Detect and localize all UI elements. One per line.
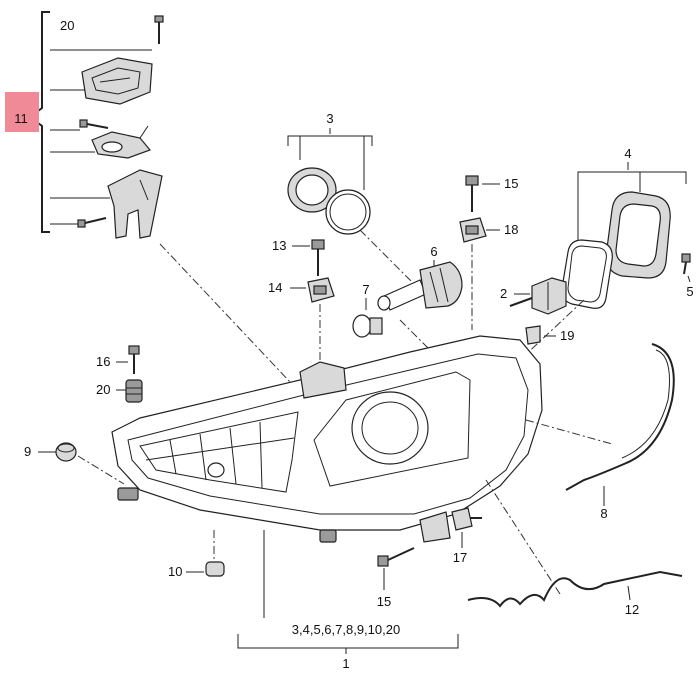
callout-14[interactable]: 14: [268, 280, 282, 295]
screw-part: [128, 345, 140, 374]
grommet-part: [125, 379, 143, 403]
leader-line: [687, 275, 691, 283]
screw-part: [311, 239, 325, 276]
cap-group-9: 9: [24, 442, 125, 485]
gasket-ring-part: [325, 189, 371, 235]
cap-part: [55, 442, 77, 462]
h7-bulb-part: [377, 261, 463, 311]
leader-line: [627, 585, 631, 601]
callout-5[interactable]: 5: [686, 284, 693, 299]
lower-bracket-part: [107, 169, 163, 239]
module-group-15-18: 15 18: [459, 175, 518, 330]
seal-group-3: 3: [287, 111, 431, 301]
callout-1[interactable]: 1: [342, 656, 349, 671]
screw-group-16-20: 16 20: [96, 345, 143, 403]
adjuster-group-13-14: 13 14: [268, 238, 335, 370]
seal-ring-part: [287, 167, 337, 213]
ring-mount-part: [91, 125, 152, 159]
plug-group-10: 10: [168, 530, 225, 579]
callout-15-top[interactable]: 15: [504, 176, 518, 191]
cover-screw-part: [681, 253, 691, 275]
callout-12[interactable]: 12: [625, 602, 639, 617]
callout-13[interactable]: 13: [272, 238, 286, 253]
small-screw-part: [79, 119, 109, 129]
connector-group-17: 17: [451, 507, 482, 565]
callout-10[interactable]: 10: [168, 564, 182, 579]
headlight-housing: [111, 335, 543, 543]
screw-part: [377, 547, 415, 567]
callout-4[interactable]: 4: [624, 146, 631, 161]
plug-part: [205, 561, 225, 577]
assembly-dashline: [519, 299, 585, 361]
assembly-group-1: 3,4,5,6,7,8,9,10,20 1: [237, 530, 459, 671]
bulb-group-6-7: 6 7: [352, 244, 463, 361]
callout-9[interactable]: 9: [24, 444, 31, 459]
connector-part: [451, 507, 482, 531]
rear-cover-part: [605, 191, 671, 279]
hose-group-12: 12: [467, 479, 683, 617]
assembly-dashline: [525, 419, 613, 445]
highlight-marker: [5, 92, 39, 132]
callout-7[interactable]: 7: [362, 282, 369, 297]
xenon-bulb-part: [509, 277, 567, 315]
cover-gasket-part: [561, 239, 613, 309]
callout-15-bottom[interactable]: 15: [377, 594, 391, 609]
screw-group-15-bottom: 15: [377, 547, 415, 609]
callout-20-mid[interactable]: 20: [96, 382, 110, 397]
clip-plate-part: [81, 57, 153, 105]
callout-2[interactable]: 2: [500, 286, 507, 301]
assembly-dashline: [485, 479, 561, 595]
callout-17[interactable]: 17: [453, 550, 467, 565]
group-brace: [237, 634, 459, 654]
callout-11[interactable]: 11: [14, 111, 28, 126]
callout-18[interactable]: 18: [504, 222, 518, 237]
cover-group-4: 4 5: [519, 146, 694, 361]
plug-part: [525, 325, 541, 345]
callout-20-top[interactable]: 20: [60, 18, 74, 33]
assembly-dashline: [159, 243, 291, 383]
mount-nut-part: [459, 217, 487, 243]
small-bulb-part: [352, 314, 383, 338]
bracket-group-11: 11 20: [5, 11, 164, 239]
callout-8[interactable]: 8: [600, 506, 607, 521]
wiring-harness-part: [565, 343, 675, 491]
screw-part: [465, 175, 479, 212]
callout-19[interactable]: 19: [560, 328, 574, 343]
group-brace: [577, 162, 687, 184]
harness-group-8: 8: [525, 343, 675, 521]
adjuster-nut-part: [307, 277, 335, 303]
callout-16[interactable]: 16: [96, 354, 110, 369]
bottom-screw-part: [77, 217, 107, 228]
screw-part: [154, 15, 164, 44]
callout-3[interactable]: 3: [326, 111, 333, 126]
assembly-dashline: [399, 319, 441, 361]
group-brace: [287, 128, 373, 146]
xenon-group-2-19: 2 19: [500, 277, 574, 345]
vent-hose-part: [467, 570, 683, 608]
callout-6[interactable]: 6: [430, 244, 437, 259]
group-list-label[interactable]: 3,4,5,6,7,8,9,10,20: [292, 622, 400, 637]
assembly-dashline: [77, 455, 125, 485]
